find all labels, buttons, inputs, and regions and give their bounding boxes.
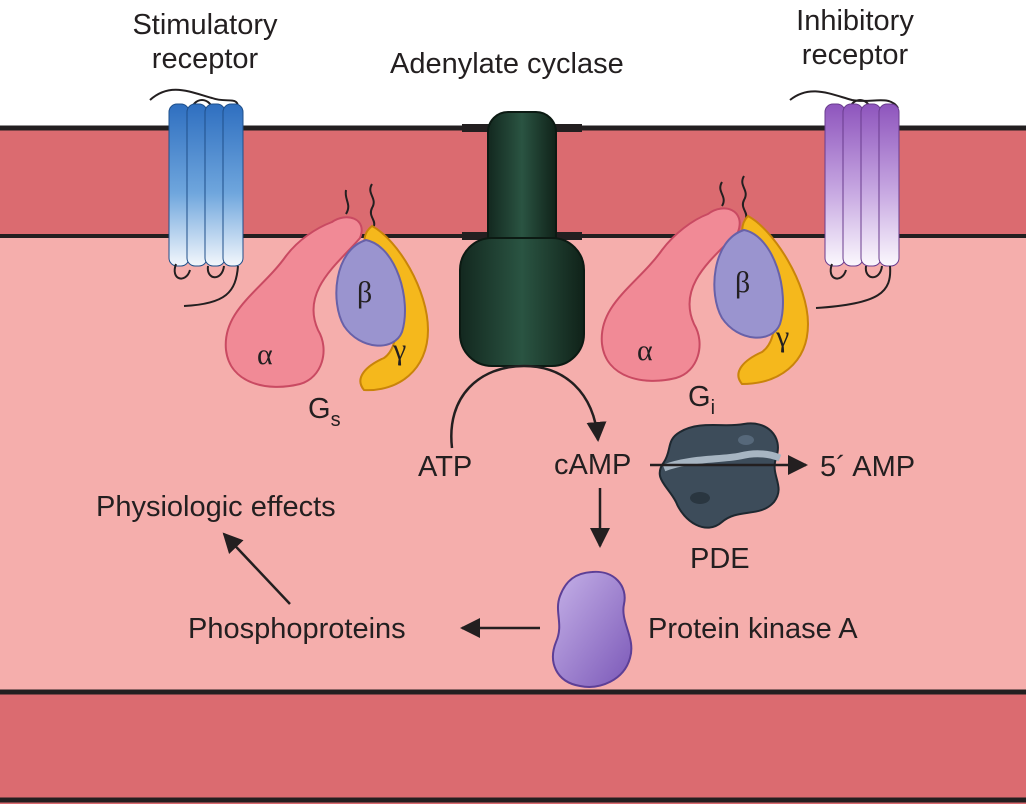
stimulatory-receptor-label: Stimulatory receptor (110, 8, 300, 76)
adenylate-cyclase (459, 111, 585, 367)
protein-kinase-a-label: Protein kinase A (648, 613, 858, 645)
pde-label: PDE (690, 543, 750, 575)
camp-label: cAMP (554, 449, 632, 481)
lower-membrane (0, 692, 1026, 804)
stimulatory-receptor (149, 88, 244, 307)
phosphoproteins-to-effects-arrow (222, 532, 291, 605)
inhibitory-receptor (789, 90, 900, 309)
gs-protein (224, 183, 430, 392)
gi-gamma-label: γ (776, 320, 790, 353)
gs-beta-label: β (357, 276, 373, 309)
physiologic-effects-label: Physiologic effects (96, 491, 336, 523)
atp-label: ATP (418, 451, 473, 483)
gi-label: Gi (688, 380, 716, 419)
stimulatory-receptor-label-line2: receptor (151, 43, 259, 75)
atp-to-camp-arrow (450, 364, 607, 449)
gi-label-base: G (688, 381, 711, 413)
inhibitory-receptor-label-line2: receptor (801, 39, 909, 71)
gs-gamma-label: γ (393, 333, 407, 366)
gi-beta-subunit (713, 228, 784, 339)
gs-label-base: G (308, 393, 331, 425)
adenylate-cyclase-label: Adenylate cyclase (390, 48, 624, 80)
gs-label: Gs (308, 392, 341, 431)
five-amp-label: 5´ AMP (820, 451, 916, 483)
gi-label-subscript: i (710, 397, 716, 419)
gi-beta-label: β (735, 266, 751, 299)
stimulatory-receptor-label-line1: Stimulatory (132, 9, 278, 41)
inhibitory-receptor-label-line1: Inhibitory (796, 5, 914, 37)
protein-kinase-a (552, 570, 633, 688)
gs-beta-subunit (335, 238, 406, 347)
inhibitory-receptor-label: Inhibitory receptor (770, 4, 940, 72)
gs-alpha-label: α (257, 338, 273, 371)
gs-alpha-subunit (224, 216, 363, 388)
gs-label-subscript: s (330, 409, 341, 431)
phosphoproteins-label: Phosphoproteins (188, 613, 406, 645)
pde-enzyme (658, 422, 782, 529)
gi-protein (600, 175, 810, 386)
gi-alpha-label: α (637, 334, 653, 367)
